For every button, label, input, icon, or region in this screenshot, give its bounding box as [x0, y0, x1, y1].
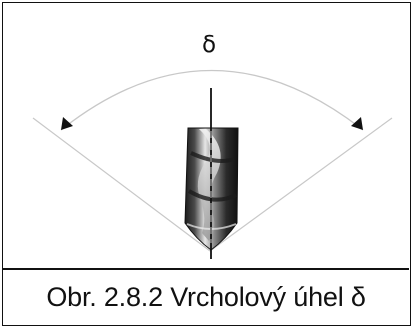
angle-arc: [60, 70, 364, 131]
right-arrowhead: [351, 117, 363, 130]
figure-caption: Obr. 2.8.2 Vrcholový úhel δ: [46, 282, 366, 312]
drill-flute-edge: [187, 151, 237, 202]
drill-flute-highlight: [197, 129, 221, 241]
drill-angle-diagram: δ: [32, 32, 393, 259]
left-arrowhead: [61, 117, 73, 130]
caption-separator: [3, 268, 409, 270]
figure-frame: δ Obr. 2.8.2 Vrcholový úhel δ: [2, 2, 411, 326]
diagram-area: δ: [3, 3, 409, 268]
left-angle-side: [32, 117, 211, 252]
right-angle-side: [209, 117, 393, 252]
angle-label: δ: [202, 32, 216, 58]
